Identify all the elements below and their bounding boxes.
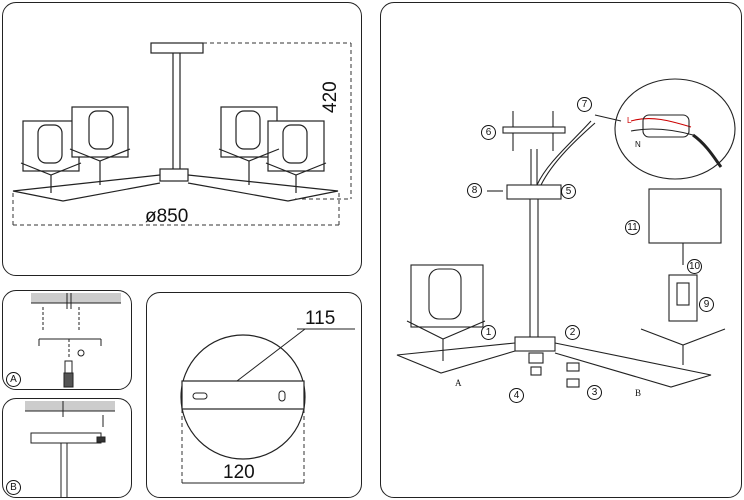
- mounting-step-b-panel: [2, 398, 132, 498]
- part-badge-11: 11: [625, 220, 640, 235]
- part-badge-4: 4: [509, 388, 524, 403]
- part-badge-10: 10: [687, 259, 702, 274]
- assembly-panel: 6 7 8 5 11 10 9 1 2 4 3 A B L N: [380, 2, 742, 498]
- step-b-badge: B: [6, 480, 21, 495]
- part-badge-9: 9: [699, 297, 714, 312]
- chandelier-front-view: [12, 42, 352, 226]
- mounting-step-a-panel: [2, 290, 132, 390]
- wire-label-l: L: [627, 116, 632, 125]
- part-badge-6: 6: [481, 125, 496, 140]
- part-badge-2: 2: [565, 325, 580, 340]
- step-a-badge: A: [6, 372, 21, 387]
- plate-top-dimension: 115: [305, 308, 336, 329]
- part-badge-8: 8: [467, 183, 482, 198]
- dimension-panel: 420 ø850: [2, 2, 362, 276]
- arm-label-a: A: [455, 378, 462, 388]
- canopy-plate-panel: 115 120: [146, 292, 362, 498]
- part-badge-7: 7: [577, 97, 592, 112]
- part-badge-1: 1: [481, 325, 496, 340]
- exploded-assembly-drawing: [396, 78, 736, 388]
- part-badge-5: 5: [561, 184, 576, 199]
- wire-label-n: N: [635, 140, 641, 149]
- canopy-plate-drawing: [180, 328, 355, 484]
- canopy-fix-drawing: [25, 401, 115, 497]
- arm-label-b: B: [635, 388, 642, 398]
- ceiling-mount-drawing: [31, 293, 121, 388]
- plate-bottom-dimension: 120: [223, 462, 255, 483]
- diameter-dimension: ø850: [145, 206, 189, 227]
- part-badge-3: 3: [587, 385, 602, 400]
- height-dimension: 420: [320, 81, 341, 113]
